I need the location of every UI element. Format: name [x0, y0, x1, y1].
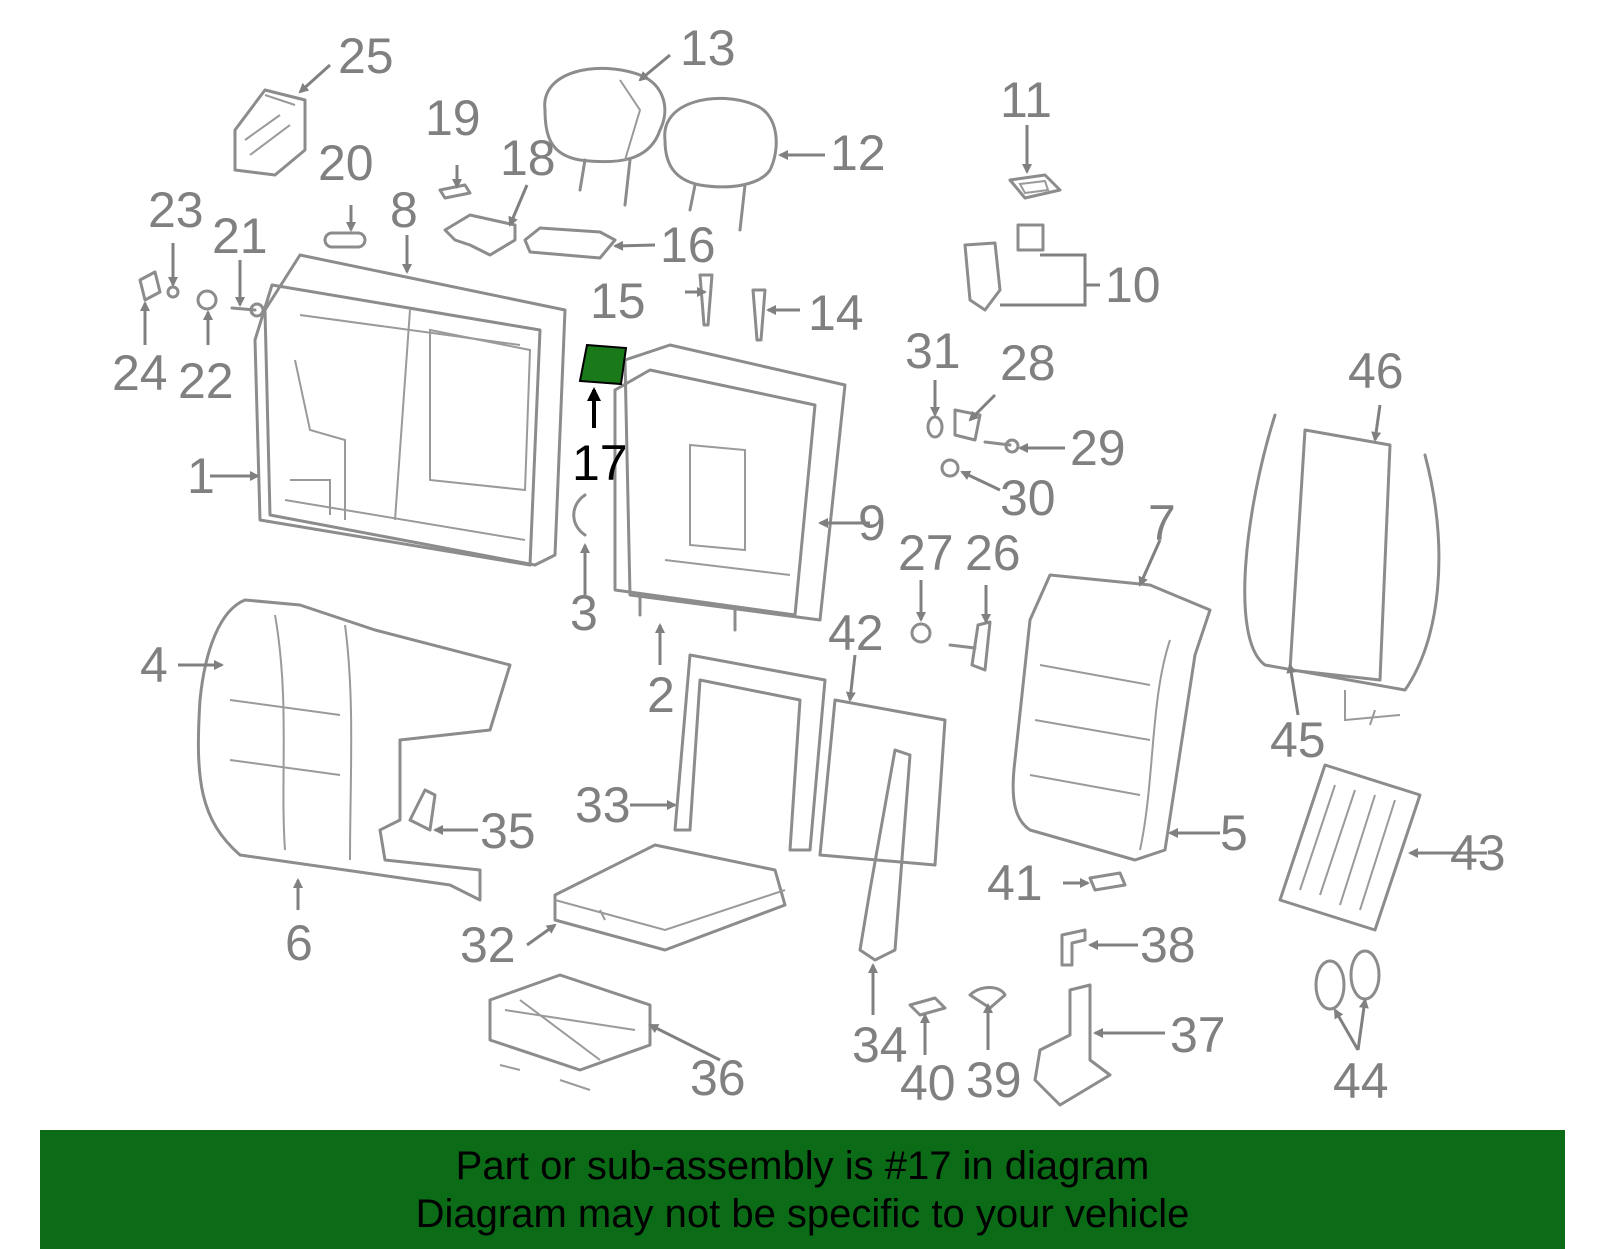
label-20: 20: [318, 135, 374, 191]
label-10: 10: [1105, 257, 1161, 313]
label-25: 25: [338, 28, 394, 84]
part-26-drawing: [948, 620, 992, 672]
part-40-drawing: [908, 996, 947, 1017]
label-36: 36: [690, 1050, 746, 1106]
label-4: 4: [140, 637, 168, 693]
part-19-drawing: [438, 183, 472, 200]
part-3-drawing: [572, 493, 587, 537]
parts-diagram: 25 13 12 19 18 20 8 16 23 21 24 22 15 14…: [112, 20, 1506, 1111]
label-37: 37: [1170, 1007, 1226, 1063]
label-38: 38: [1140, 917, 1196, 973]
label-14: 14: [808, 285, 864, 341]
label-23: 23: [148, 182, 204, 238]
label-6: 6: [285, 915, 313, 971]
part-4-6-drawing: [196, 598, 512, 902]
label-45: 45: [1270, 712, 1326, 768]
part-27-drawing: [910, 622, 932, 644]
part-11-drawing: [1008, 173, 1062, 200]
label-46: 46: [1348, 343, 1404, 399]
label-9: 9: [858, 495, 886, 551]
part-37-drawing: [1033, 983, 1112, 1107]
part-35-drawing: [408, 788, 437, 832]
part-14-drawing: [751, 288, 767, 342]
label-5: 5: [1220, 805, 1248, 861]
part-12-drawing: [663, 97, 778, 232]
label-35: 35: [480, 803, 536, 859]
label-42: 42: [828, 605, 884, 661]
label-44: 44: [1333, 1053, 1389, 1109]
part-1-8-drawing: [253, 253, 567, 567]
label-24: 24: [112, 345, 168, 401]
part-23-drawing: [166, 285, 180, 299]
label-18: 18: [500, 130, 556, 186]
label-8: 8: [390, 182, 418, 238]
part-42-drawing: [818, 698, 947, 867]
label-31: 31: [905, 323, 961, 379]
callout-labels: 25 13 12 19 18 20 8 16 23 21 24 22 15 14…: [112, 20, 1506, 1111]
label-32: 32: [460, 917, 516, 973]
label-43: 43: [1450, 825, 1506, 881]
part-38-drawing: [1060, 928, 1087, 967]
part-39-drawing: [968, 986, 1007, 1010]
caption-banner: Part or sub-assembly is #17 in diagram D…: [40, 1130, 1565, 1249]
label-13: 13: [680, 20, 736, 76]
part-22-drawing: [196, 289, 218, 311]
leader-lines: [140, 53, 1487, 1062]
label-11: 11: [1000, 72, 1052, 128]
part-34-drawing: [858, 748, 912, 962]
label-19: 19: [425, 90, 481, 146]
part-24-drawing: [138, 270, 162, 302]
part-29-drawing: [983, 438, 1020, 454]
part-41-drawing: [1088, 871, 1127, 892]
part-13-drawing: [543, 67, 667, 207]
part-46-45-drawing: [1243, 413, 1441, 726]
part-33-drawing: [673, 653, 827, 852]
label-41: 41: [987, 855, 1043, 911]
label-7: 7: [1148, 495, 1176, 551]
part-15-drawing: [698, 273, 714, 327]
label-34: 34: [852, 1017, 908, 1073]
part-25-drawing: [233, 88, 307, 177]
label-16: 16: [660, 217, 716, 273]
label-17: 17: [572, 435, 628, 491]
label-1: 1: [187, 448, 215, 504]
label-27: 27: [898, 525, 954, 581]
label-33: 33: [575, 777, 631, 833]
label-26: 26: [965, 525, 1021, 581]
label-39: 39: [966, 1052, 1022, 1108]
label-28: 28: [1000, 335, 1056, 391]
part-7-5-drawing: [1011, 573, 1212, 862]
label-21: 21: [212, 208, 268, 264]
part-17-drawing: [578, 343, 628, 386]
label-15: 15: [590, 273, 646, 329]
part-10-drawing: [963, 223, 1087, 312]
part-16-drawing: [523, 226, 617, 260]
caption-part-line: Part or sub-assembly is #17 in diagram: [455, 1144, 1150, 1188]
part-18-drawing: [443, 213, 517, 257]
part-9-2-drawing: [613, 343, 847, 632]
part-20-drawing: [323, 231, 367, 249]
label-29: 29: [1070, 420, 1126, 476]
part-44-drawing: [1314, 949, 1381, 1011]
label-12: 12: [830, 125, 886, 181]
label-2: 2: [647, 667, 675, 723]
part-32-drawing: [553, 843, 787, 952]
part-36-drawing: [488, 973, 652, 1091]
part-31-drawing: [926, 415, 944, 439]
caption-disclaimer-line: Diagram may not be specific to your vehi…: [415, 1192, 1190, 1236]
part-43-drawing: [1278, 763, 1422, 932]
label-3: 3: [570, 585, 598, 641]
part-21-drawing: [230, 302, 265, 318]
label-22: 22: [178, 353, 234, 409]
label-30: 30: [1000, 470, 1056, 526]
part-30-drawing: [940, 458, 960, 478]
label-40: 40: [900, 1055, 956, 1111]
